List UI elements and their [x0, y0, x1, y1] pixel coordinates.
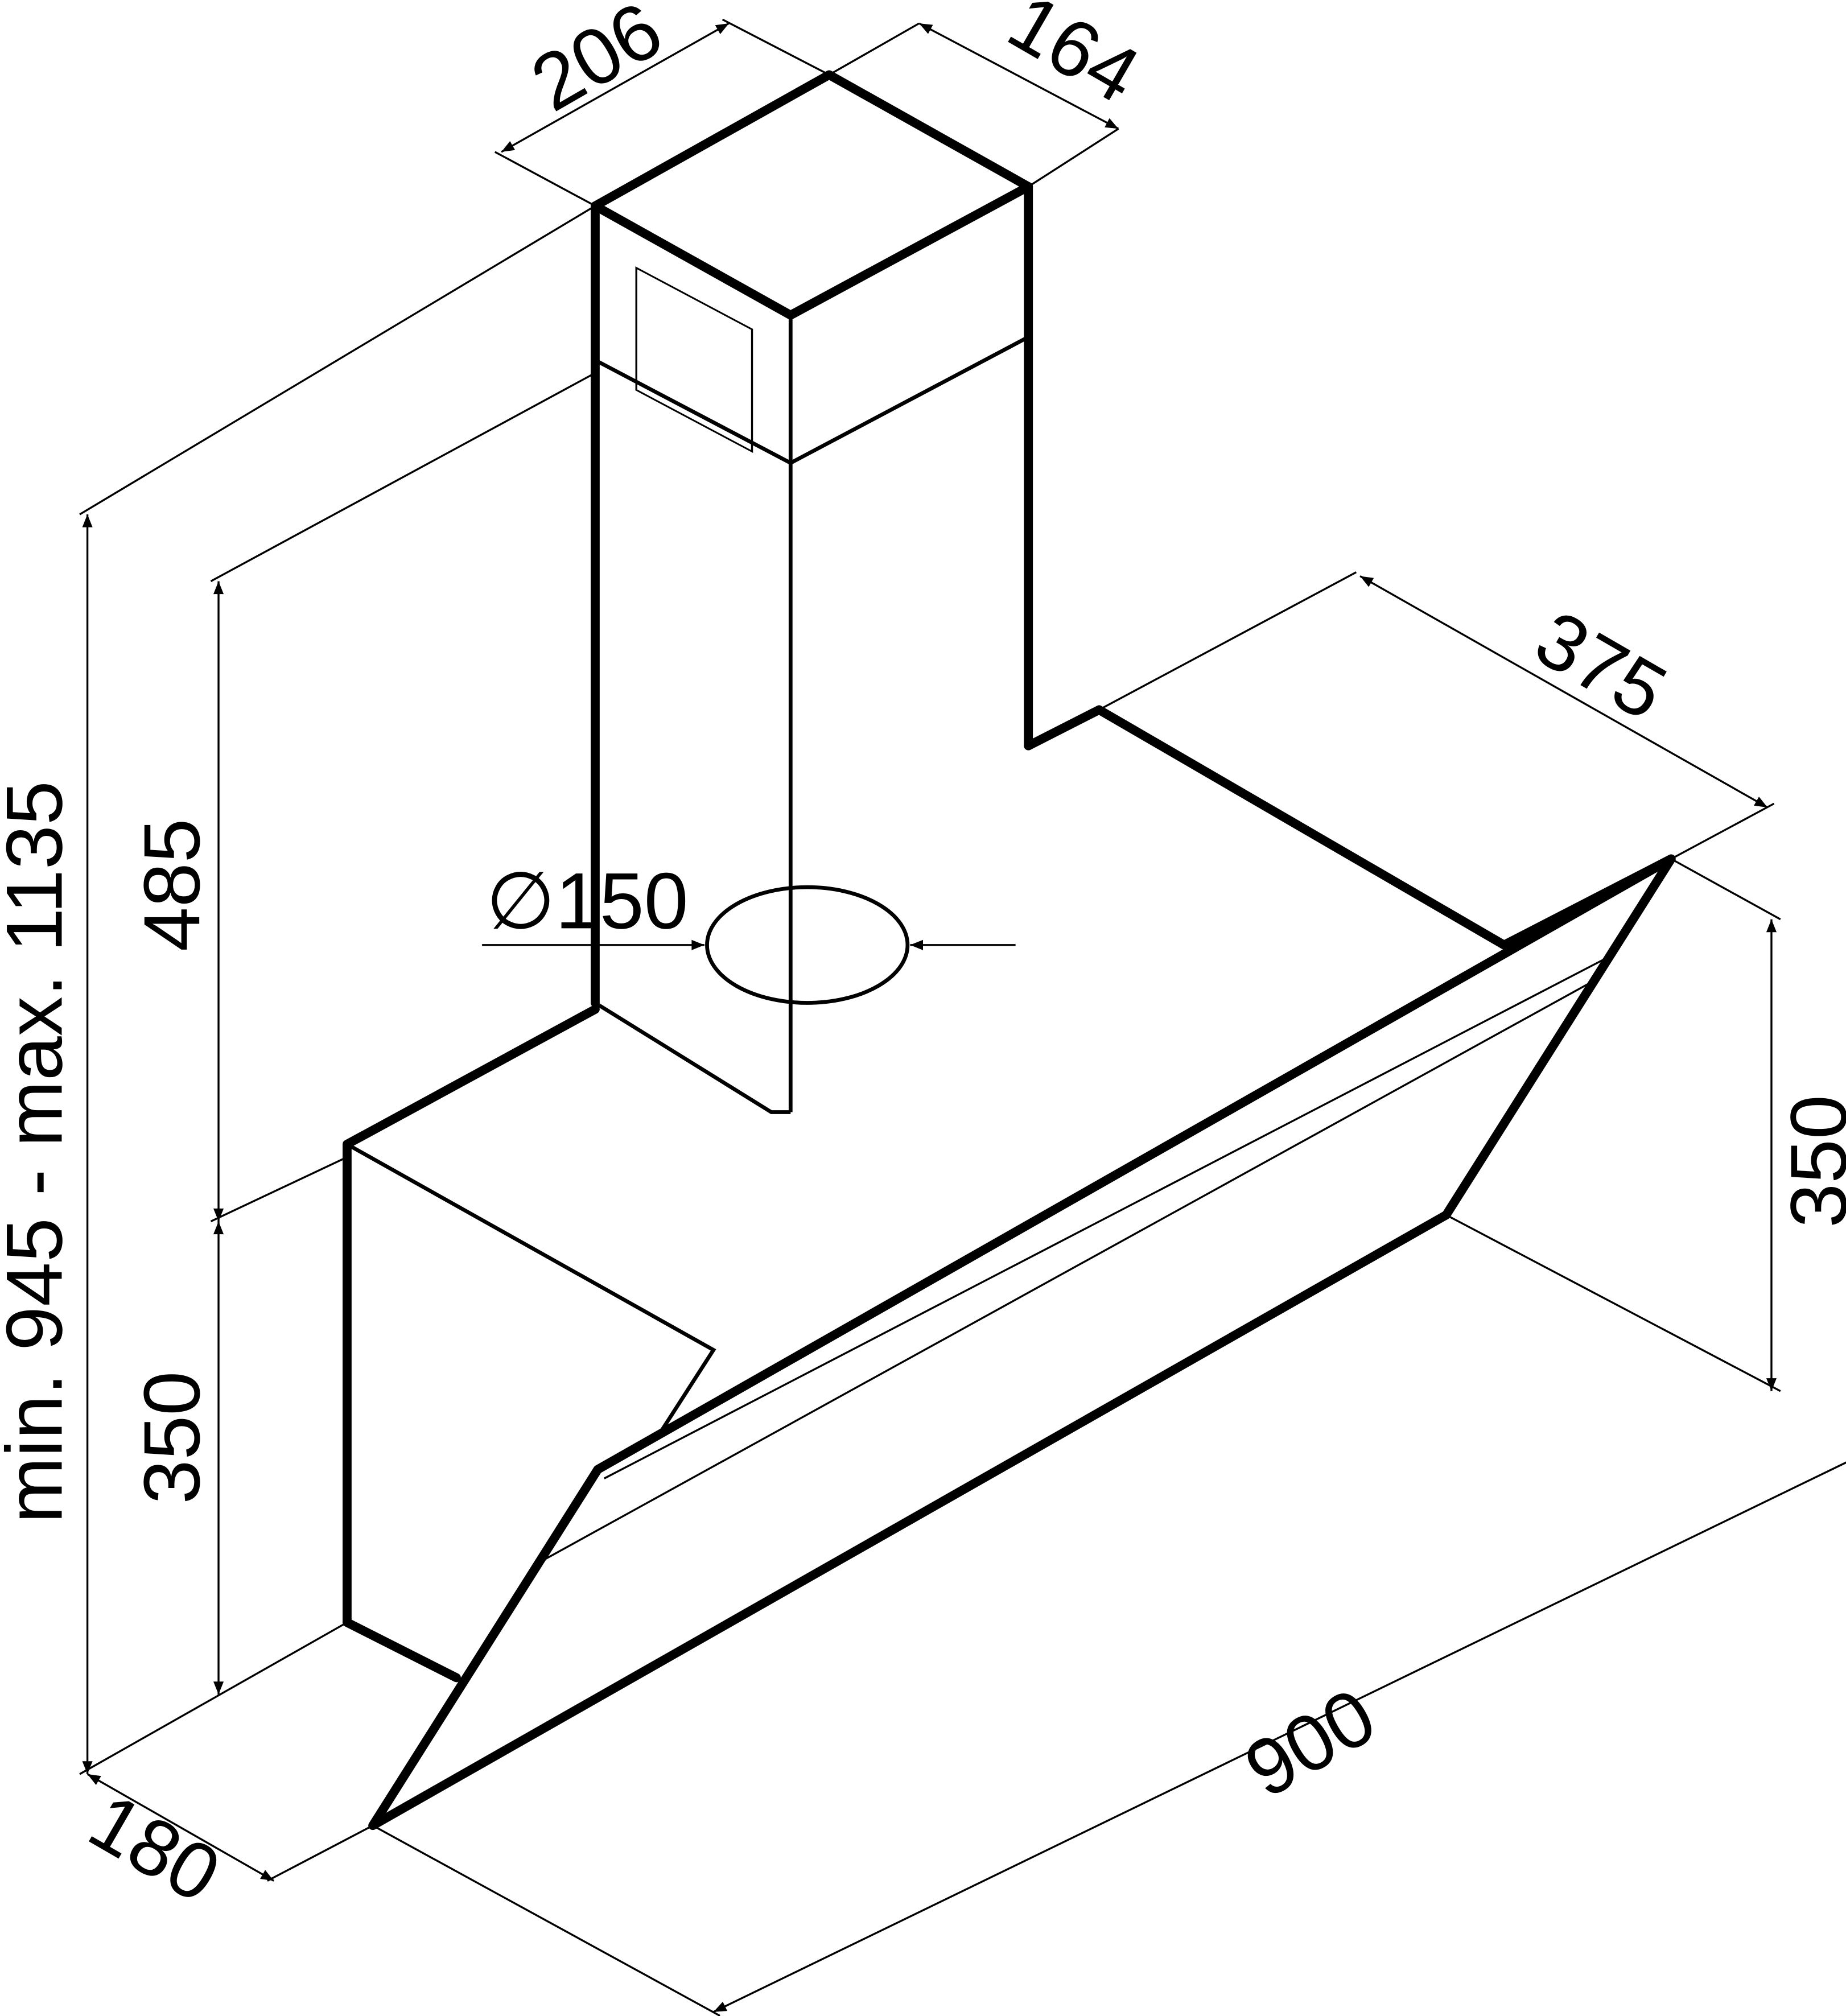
hood-depth-top-label: 375 [1521, 593, 1681, 737]
total-height-label: min. 945 - max. 1135 [0, 781, 79, 1523]
chimney-depth-label: 164 [994, 0, 1154, 120]
duct-diameter-label: ∅150 [486, 856, 689, 945]
chimney [591, 70, 1033, 1114]
hood-depth-bottom-label: 180 [75, 1776, 235, 1920]
chimney-width-label: 206 [517, 0, 677, 128]
hood-width-label: 900 [1230, 1671, 1390, 1815]
hood-height-right-label: 350 [1774, 1095, 1846, 1228]
vent-slots-icon [635, 266, 753, 454]
duct-outlet [705, 885, 910, 1005]
chimney-height-label: 485 [127, 818, 216, 951]
hood-height-left-label: 350 [127, 1371, 216, 1504]
